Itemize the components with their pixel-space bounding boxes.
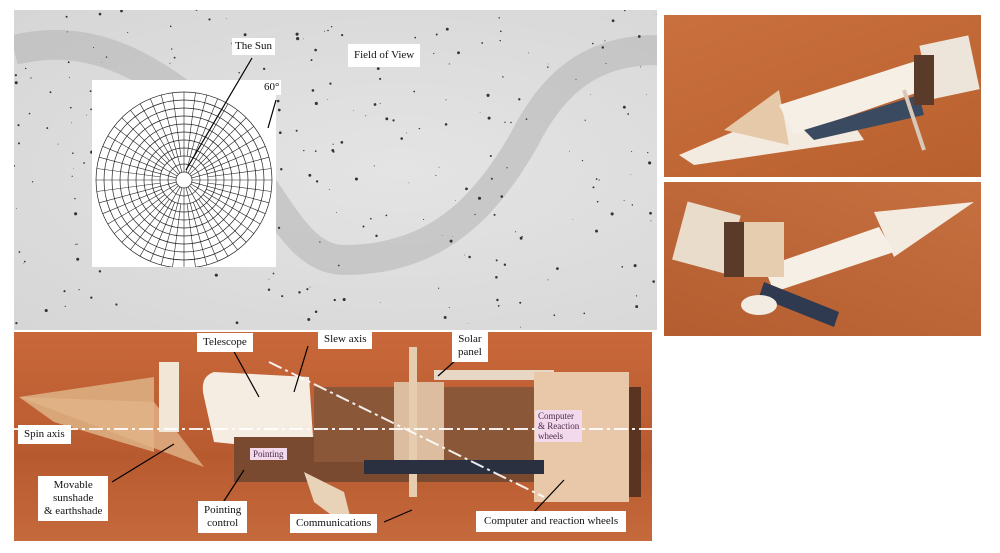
spin-axis-label: Spin axis: [18, 425, 71, 444]
communications-label: Communications: [290, 514, 378, 533]
polar-grid-diagram: [92, 80, 276, 267]
sky-map-panel: The Sun 60° Field of View: [14, 10, 657, 330]
field-of-view-label: Field of View: [348, 44, 421, 67]
spacecraft-model-angled: [672, 201, 974, 327]
computer-reaction-wheels-label: Computer and reaction wheels: [476, 511, 627, 532]
solar-panel-label: Solar panel: [452, 332, 488, 362]
model-photo-top-view: [664, 15, 981, 177]
movable-sunshade-label: Movable sunshade & earthshade: [38, 476, 109, 521]
pointing-tag: Pointing: [250, 448, 287, 460]
spacecraft-model-photo: Pointing Computer & Reaction wheels Tele…: [14, 332, 652, 541]
slew-axis-label: Slew axis: [318, 332, 373, 349]
telescope-label: Telescope: [197, 333, 253, 352]
spacecraft-model-top: [679, 35, 980, 165]
sun-label: The Sun: [232, 38, 275, 55]
pointing-control-label: Pointing control: [198, 501, 248, 533]
model-photo-angled-view: [664, 182, 981, 336]
computer-tag: Computer & Reaction wheels: [535, 410, 583, 442]
polar-grid: [95, 91, 273, 267]
angle-label: 60°: [262, 80, 282, 95]
sky-arrows: [185, 57, 277, 171]
